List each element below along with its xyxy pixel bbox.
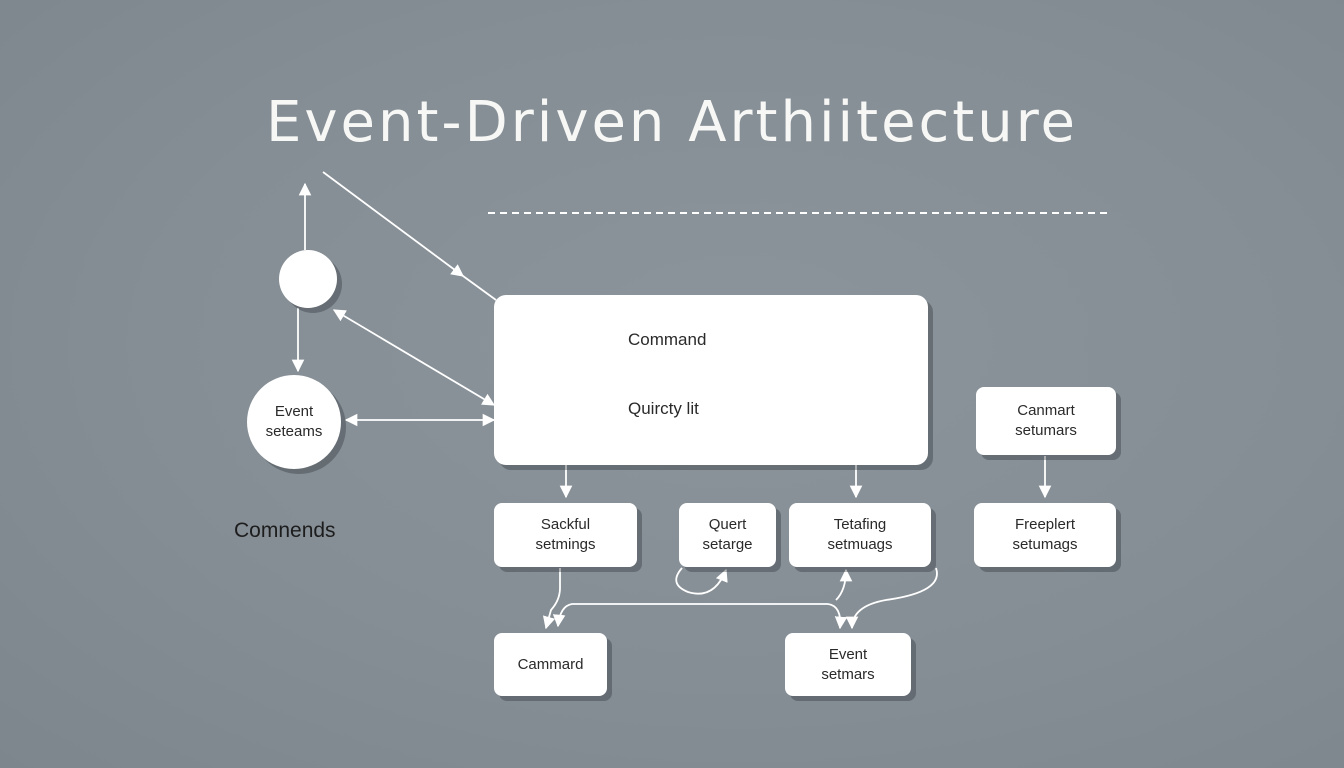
main-query-label: Quircty lit (628, 399, 699, 418)
cammard-node[interactable]: Cammard (494, 633, 607, 696)
tetafing-node[interactable]: Tetafing setmuags (789, 503, 931, 567)
quert-node[interactable]: Quert setarge (679, 503, 776, 567)
freeplert-line2: setumags (1012, 536, 1078, 553)
event-setmars-node[interactable]: Event setmars (785, 633, 911, 696)
curve-tetafing-to-event (827, 603, 848, 630)
quert-line2: setarge (702, 536, 753, 553)
tetafing-line1: Tetafing (833, 516, 887, 533)
side-label-comnends: Comnends (234, 519, 336, 542)
sackful-line1: Sackful (540, 516, 591, 533)
curve-quert-loop (675, 567, 728, 595)
event-setmars-line1: Event (828, 645, 868, 663)
canmart-node[interactable]: Canmart setumars (976, 387, 1116, 455)
curve-sackful-to-cammard (542, 568, 561, 630)
tetafing-line2: setmuags (827, 536, 893, 553)
canmart-line1: Canmart (1017, 402, 1075, 419)
quert-line1: Quert (708, 516, 747, 533)
freeplert-line1: Freeplert (1014, 516, 1075, 533)
canmart-line2: setumars (1015, 422, 1077, 439)
curve-right-to-event (845, 567, 938, 630)
diagram-title: Event-Driven Arthiitecture (265, 90, 1078, 155)
curve-bus-to-cammard (552, 603, 828, 628)
event-setmars-line2: setmars (821, 665, 875, 683)
freeplert-node[interactable]: Freeplert setumags (974, 503, 1116, 567)
main-command-label: Command (628, 330, 707, 349)
arrow-circle-main-bidirectional (332, 309, 496, 406)
arrow-diagonal-tail (462, 275, 497, 301)
top-circle-node[interactable] (279, 250, 337, 308)
curve-event-to-tetafing (835, 568, 853, 601)
main-block[interactable]: Command Quircty lit (494, 295, 928, 465)
event-streams-line2: seteams (265, 423, 323, 440)
arrow-diagonal-into-main (322, 171, 465, 277)
sackful-node[interactable]: Sackful setmings (494, 503, 637, 567)
event-streams-line1: Event (274, 403, 314, 420)
event-streams-node[interactable]: Event seteams (247, 375, 341, 469)
sackful-line2: setmings (535, 536, 596, 553)
cammard-line1: Cammard (517, 655, 584, 673)
